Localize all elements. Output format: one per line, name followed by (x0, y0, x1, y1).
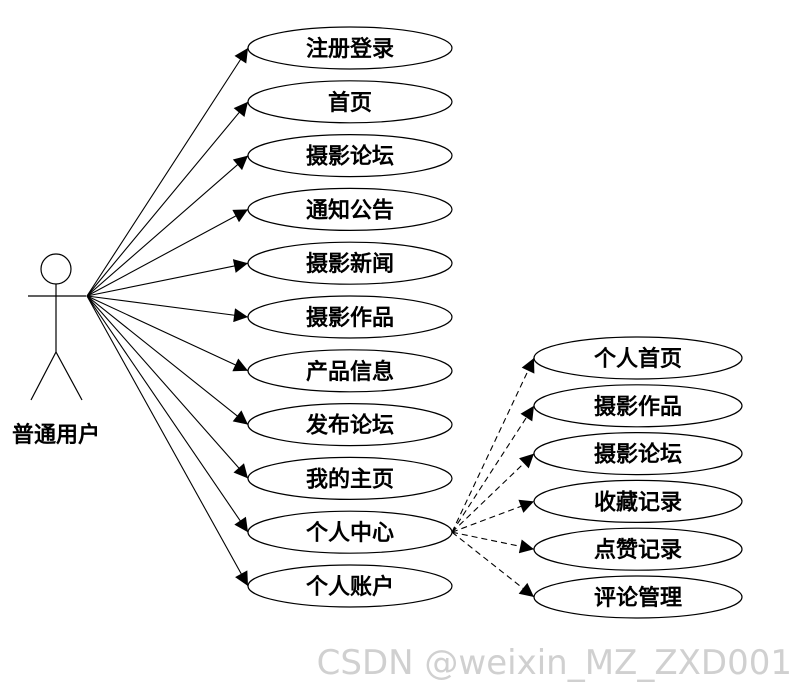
uc-home-label: 首页 (328, 90, 372, 116)
sub-comments-ellipse (533, 575, 743, 619)
dependency-sub-likes (451, 531, 535, 554)
actor-left-leg (30, 351, 57, 401)
uc-forum-label: 摄影论坛 (306, 144, 394, 170)
uc-center-label: 个人中心 (306, 521, 394, 546)
sub-likes-ellipse (533, 527, 743, 571)
dependency-sub-works (451, 405, 535, 533)
sub-forum-label: 摄影论坛 (594, 442, 682, 468)
use-case-list: 注册登录首页摄影论坛通知公告摄影新闻摄影作品产品信息发布论坛我的主页个人中心个人… (247, 26, 453, 608)
sub-favorites-label: 收藏记录 (594, 489, 682, 515)
uc-account-label: 个人账户 (306, 574, 394, 600)
dependency-sub-comments (451, 531, 535, 598)
dependency-lines (451, 357, 535, 598)
uc-works-ellipse (247, 295, 453, 339)
actor-right-leg (55, 351, 83, 401)
uc-home-ellipse (247, 80, 453, 124)
sub-comments: 评论管理 (533, 575, 743, 619)
association-uc-home (86, 101, 249, 297)
sub-favorites: 收藏记录 (533, 479, 743, 523)
uc-news-label: 摄影新闻 (306, 251, 394, 277)
sub-likes: 点赞记录 (533, 527, 743, 571)
association-uc-works (86, 295, 249, 323)
uc-home: 首页 (247, 80, 453, 124)
uc-post-forum-label: 发布论坛 (305, 413, 394, 439)
uc-notice-label: 通知公告 (306, 197, 394, 223)
uc-register-ellipse (247, 26, 453, 70)
uc-forum-ellipse (247, 134, 453, 178)
uc-my-home: 我的主页 (247, 456, 453, 500)
uc-news: 摄影新闻 (247, 241, 453, 285)
sub-comments-label: 评论管理 (594, 585, 682, 611)
sub-personal-home-label: 个人首页 (594, 346, 682, 372)
actor-head (40, 253, 72, 285)
watermark: CSDN @weixin_MZ_ZXD001 (317, 643, 792, 683)
uc-my-home-ellipse (247, 456, 453, 500)
uc-products-label: 产品信息 (306, 359, 394, 385)
association-uc-center (86, 295, 249, 533)
sub-personal-home-ellipse (533, 336, 743, 380)
association-uc-products (86, 295, 249, 372)
sub-forum-ellipse (533, 432, 743, 476)
sub-forum: 摄影论坛 (533, 432, 743, 476)
dependency-sub-personal-home (451, 357, 535, 533)
uc-forum: 摄影论坛 (247, 134, 453, 178)
uc-account: 个人账户 (247, 564, 453, 608)
association-uc-notice (86, 208, 249, 297)
association-uc-register (86, 47, 249, 297)
uc-account-ellipse (247, 564, 453, 608)
sub-likes-label: 点赞记录 (594, 537, 682, 563)
uc-products-ellipse (247, 349, 453, 393)
actor-label: 普通用户 (12, 422, 100, 448)
dependency-sub-favorites (451, 499, 535, 533)
association-uc-account (86, 295, 249, 587)
association-lines (86, 47, 249, 587)
uc-center: 个人中心 (247, 510, 453, 554)
uc-products: 产品信息 (247, 349, 453, 393)
association-uc-forum (86, 155, 249, 297)
association-uc-post-forum (86, 295, 249, 426)
association-uc-my-home (86, 295, 249, 479)
association-uc-news (86, 259, 249, 297)
uc-notice: 通知公告 (247, 187, 453, 231)
uc-my-home-label: 我的主页 (306, 466, 394, 492)
sub-works-ellipse (533, 384, 743, 428)
uc-post-forum: 发布论坛 (247, 403, 453, 447)
sub-favorites-ellipse (533, 479, 743, 523)
sub-works: 摄影作品 (533, 384, 743, 428)
uc-notice-ellipse (247, 187, 453, 231)
uc-register-label: 注册登录 (306, 36, 394, 62)
sub-personal-home: 个人首页 (533, 336, 743, 380)
uc-news-ellipse (247, 241, 453, 285)
uc-works: 摄影作品 (247, 295, 453, 339)
uc-register: 注册登录 (247, 26, 453, 70)
dependency-sub-forum (451, 453, 535, 533)
actor: 普通用户 (12, 253, 100, 448)
uc-post-forum-ellipse (247, 403, 453, 447)
sub-works-label: 摄影作品 (594, 395, 682, 420)
uc-works-label: 摄影作品 (306, 306, 394, 331)
